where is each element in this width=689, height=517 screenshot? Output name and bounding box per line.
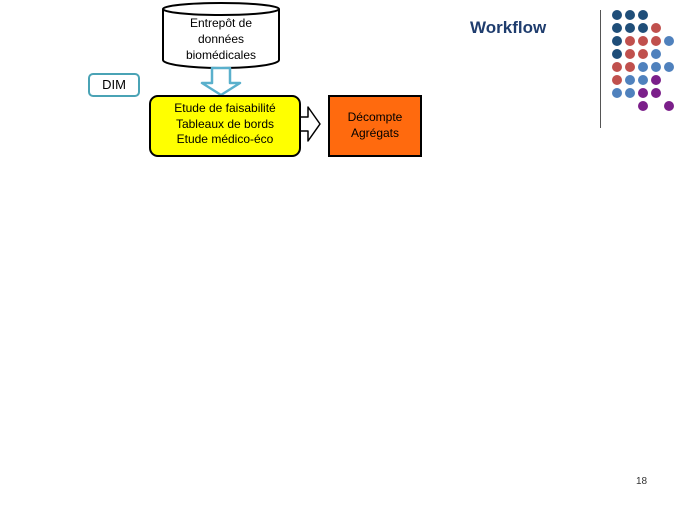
warehouse-line3: biomédicales: [185, 48, 257, 62]
warehouse-label: Entrepôt de données biomédicales: [163, 15, 279, 63]
decor-dot: [651, 62, 661, 72]
warehouse-line2: données: [197, 32, 245, 46]
decor-dot: [638, 62, 648, 72]
warehouse-cylinder: [162, 2, 280, 69]
decompte-text: Décompte Agrégats: [330, 109, 420, 141]
diagram-shapes: [162, 2, 321, 142]
decor-dot: [638, 36, 648, 46]
feasibility-box: Etude de faisabilité Tableaux de bords E…: [149, 95, 301, 157]
decor-dot: [664, 36, 674, 46]
decorative-dot-grid: [612, 10, 674, 111]
decor-dot: [638, 75, 648, 85]
right-arrow-icon: [298, 106, 321, 142]
decor-dot: [651, 23, 661, 33]
slide-title: Workflow: [470, 18, 547, 37]
decor-dot: [638, 88, 648, 98]
decor-dot: [612, 62, 622, 72]
decor-dot: [638, 101, 648, 111]
decor-dot: [651, 49, 661, 59]
decor-dot: [664, 101, 674, 111]
down-arrow-icon: [200, 66, 242, 97]
decor-dot: [612, 10, 622, 20]
decor-dot: [625, 23, 635, 33]
decor-dot: [664, 62, 674, 72]
decor-dot: [625, 36, 635, 46]
decor-dot: [612, 75, 622, 85]
decor-dot: [651, 75, 661, 85]
decompte-line2: Agrégats: [350, 126, 400, 140]
decor-dot: [625, 88, 635, 98]
decor-dot: [638, 10, 648, 20]
decompte-line1: Décompte: [347, 110, 403, 124]
decor-dot: [625, 10, 635, 20]
decor-dot: [651, 88, 661, 98]
feasibility-line1: Etude de faisabilité: [174, 101, 276, 115]
decor-dot: [651, 36, 661, 46]
warehouse-line1: Entrepôt de: [189, 16, 253, 30]
decor-dot: [625, 62, 635, 72]
decor-dot: [638, 23, 648, 33]
decor-dot: [638, 49, 648, 59]
divider-line: [600, 10, 601, 128]
feasibility-line3: Etude médico-éco: [176, 132, 274, 146]
decor-dot: [612, 49, 622, 59]
dim-box: DIM: [88, 73, 140, 97]
decor-dot: [625, 75, 635, 85]
decor-dot: [625, 49, 635, 59]
decor-dot: [612, 23, 622, 33]
feasibility-line2: Tableaux de bords: [175, 116, 275, 131]
decompte-box: Décompte Agrégats: [328, 95, 422, 157]
decor-dot: [612, 36, 622, 46]
decor-dot: [612, 88, 622, 98]
page-number: 18: [636, 476, 648, 487]
feasibility-text: Etude de faisabilité Tableaux de bords E…: [151, 101, 299, 148]
